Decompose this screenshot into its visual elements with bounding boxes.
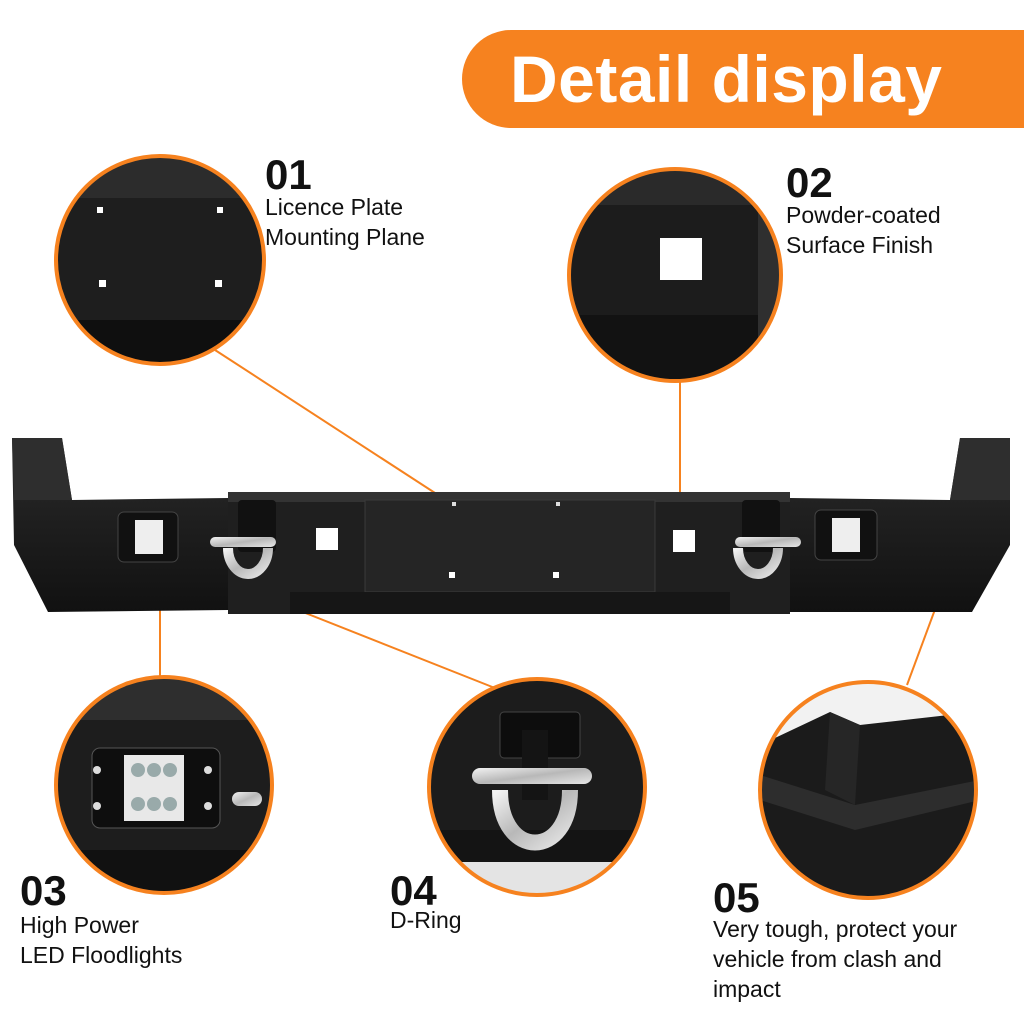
detail-circle-03: [54, 675, 274, 895]
feature-04-line-1: D-Ring: [390, 907, 462, 933]
feature-04-number: 04: [390, 867, 437, 914]
feature-01-line-1: Licence Plate: [265, 194, 404, 220]
feature-02-description: Powder-coated Surface Finish: [786, 200, 941, 260]
feature-04-description: D-Ring: [390, 905, 462, 935]
feature-01-number: 01: [265, 151, 312, 198]
detail-circle-01: [54, 154, 266, 366]
feature-01-line-2: Mounting Plane: [265, 224, 425, 250]
bumper-image: [12, 438, 1010, 614]
feature-05-line-2: vehicle from clash and: [713, 946, 942, 972]
feature-02-line-1: Powder-coated: [786, 202, 941, 228]
feature-03-description: High Power LED Floodlights: [20, 910, 182, 970]
detail-circle-05: [758, 680, 978, 900]
feature-02-number: 02: [786, 159, 833, 206]
feature-05-description: Very tough, protect your vehicle from cl…: [713, 914, 957, 1004]
feature-03-number: 03: [20, 867, 67, 914]
detail-circle-02: [567, 167, 783, 383]
title-banner: Detail display: [462, 30, 1024, 128]
plate-area: [364, 499, 656, 593]
feature-05-number: 05: [713, 874, 760, 921]
feature-05-line-1: Very tough, protect your: [713, 916, 958, 942]
feature-03-line-2: LED Floodlights: [20, 942, 183, 968]
banner-title: Detail display: [510, 42, 943, 116]
detail-circle-04: [427, 677, 647, 897]
feature-02-line-2: Surface Finish: [786, 232, 934, 258]
feature-03-line-1: High Power: [20, 912, 139, 938]
feature-01-description: Licence Plate Mounting Plane: [265, 192, 425, 252]
feature-05-line-3: impact: [713, 976, 781, 1002]
